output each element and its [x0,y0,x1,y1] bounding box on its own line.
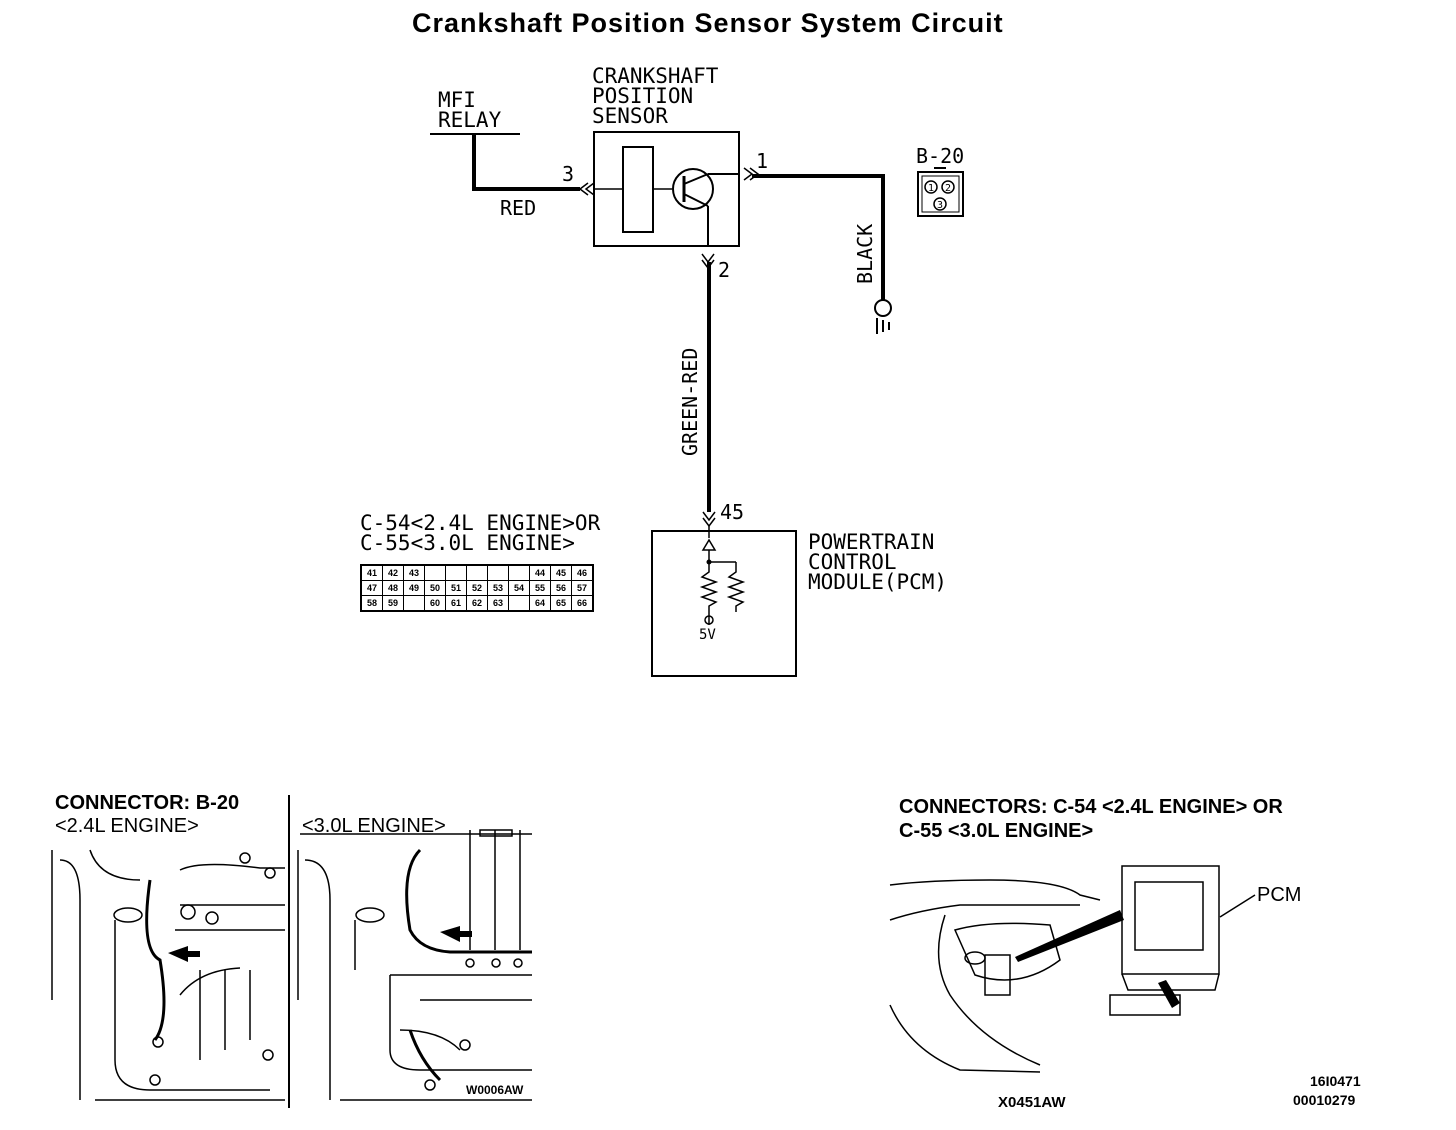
pin-2-label: 2 [718,258,731,282]
pcm-line3: MODULE(PCM) [808,570,948,594]
page-title: Crankshaft Position Sensor System Circui… [412,8,1004,38]
pin-cell: 57 [571,580,594,596]
pin-cell: 47 [360,580,383,596]
pin-cell [424,565,446,581]
pin-row-1: 41 42 43 44 45 46 [360,564,594,581]
black-wire [752,174,885,300]
doc-code-1: 16I0471 [1310,1073,1361,1089]
sensor-line3: SENSOR [592,104,668,128]
pin-cell: 63 [487,595,509,612]
pin-cell [445,565,467,581]
sensor-line1: CRANKSHAFT [592,64,719,88]
wire-black-label: BLACK [853,223,877,284]
b20-label: B-20 [916,144,965,168]
engine-bay-3-0l-illustration [297,830,532,1101]
pin-row-3: 58 59 60 61 62 63 64 65 66 [360,595,594,612]
pin-cell: 51 [445,580,467,596]
pin-cell: 46 [571,564,594,581]
connector-b20-heading: CONNECTOR: B-20 [55,792,240,814]
pin-3-label: 3 [562,162,575,186]
pin-45-label: 45 [720,500,745,524]
pin-cell: 49 [403,580,425,596]
pin-cell: 56 [550,580,572,596]
red-wire [472,134,580,191]
sensor-line2: POSITION [592,84,694,108]
input-resistor [726,562,746,612]
transistor-symbol [672,168,714,210]
pin-cell: 62 [466,595,488,612]
pin-1-label: 1 [756,149,769,173]
b20-pin-3: 3 [937,200,943,211]
pin-cell: 44 [529,564,551,581]
pin-cell: 64 [529,595,551,612]
pcm-label: POWERTRAIN CONTROL MODULE(PCM) [808,530,948,594]
sensor-coil [622,146,654,233]
pcm-location-illustration [889,865,1256,1073]
wire-green-red-label: GREEN-RED [678,347,702,456]
engine-bay-2-4l-illustration [51,849,285,1101]
crankshaft-sensor-label: CRANKSHAFT POSITION SENSOR [592,64,719,128]
pin-cell [403,595,425,611]
pin-cell: 58 [360,595,383,612]
pin-cell: 45 [550,564,572,581]
connector-b20-left-caption: <2.4L ENGINE> [55,815,199,837]
c54-line2: C-55<3.0L ENGINE> [360,531,575,555]
ground-symbol [874,299,892,317]
pin-cell: 42 [382,564,404,581]
b20-pin-2: 2 [945,183,951,194]
pin-cell: 53 [487,580,509,596]
pin-cell: 43 [403,564,425,581]
c54-line1: C-54<2.4L ENGINE>OR [360,511,601,535]
wire-red-label: RED [500,196,537,220]
pin-cell: 59 [382,595,404,612]
b20-arrow-right [440,926,472,942]
pcm-callout-label: PCM [1257,884,1302,906]
pin-cell: 54 [508,580,530,596]
pin-cell [487,565,509,581]
pin-cell: 60 [424,595,446,612]
pin-cell [508,595,530,611]
pin-cell: 52 [466,580,488,596]
pin-cell: 41 [360,564,383,581]
connector-c54-heading-line2: C-55 <3.0L ENGINE> [899,820,1094,842]
doc-code-2: 00010279 [1293,1092,1356,1108]
pin-row-2: 47 48 49 50 51 52 53 54 55 56 57 [360,580,594,596]
c54-pin-table: 41 42 43 44 45 46 47 48 49 50 51 52 53 5… [360,564,594,612]
mfi-relay-line2: RELAY [438,108,502,132]
pin-cell: 50 [424,580,446,596]
c54-c55-label: C-54<2.4L ENGINE>OR C-55<3.0L ENGINE> [360,511,601,555]
pcm-line2: CONTROL [808,550,897,574]
mfi-relay-line1: MFI [438,88,476,112]
pcm-callout-pointer [1015,910,1124,962]
pin-cell: 66 [571,595,594,612]
connector-b20-right-caption: <3.0L ENGINE> [302,815,446,837]
c54-arrow [1158,980,1180,1008]
pcm-voltage-label: 5V [699,627,716,643]
pin-cell [508,565,530,581]
connector-c54-ref: X0451AW [998,1094,1066,1111]
pcm-box [651,530,797,677]
pin-cell: 55 [529,580,551,596]
b20-arrow-left [168,946,200,962]
connector-b20-ref: W0006AW [466,1083,524,1097]
pin-cell: 61 [445,595,467,612]
pin-cell: 48 [382,580,404,596]
connector-c54-heading-line1: CONNECTORS: C-54 <2.4L ENGINE> OR [899,796,1283,818]
pin-cell: 65 [550,595,572,612]
pcm-line1: POWERTRAIN [808,530,935,554]
b20-pin-1: 1 [928,183,934,194]
b20-connector-face [917,171,964,217]
mfi-relay-label: MFI RELAY [438,88,502,132]
pullup-resistor [699,565,719,612]
pin-cell [466,565,488,581]
